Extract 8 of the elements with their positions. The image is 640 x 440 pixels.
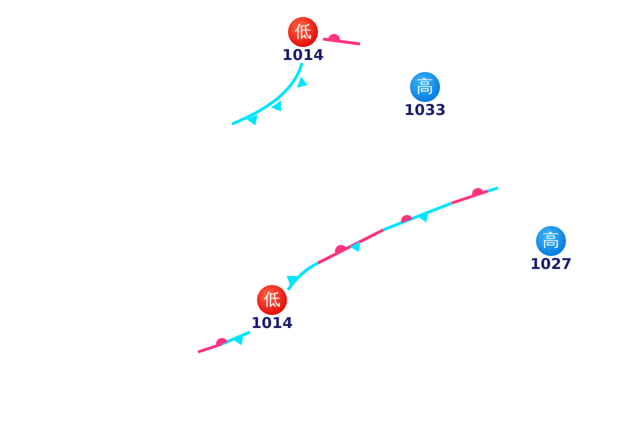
pressure-value: 1014 [250, 315, 294, 331]
pressure-value: 1027 [529, 256, 573, 272]
pressure-value: 1014 [281, 47, 325, 63]
pressure-value: 1033 [403, 102, 447, 118]
pressure-center-marker: 高 [536, 226, 566, 256]
pressure-center-marker: 低 [288, 17, 318, 47]
pressure-center-marker: 低 [257, 285, 287, 315]
pressure-center-marker: 高 [410, 72, 440, 102]
